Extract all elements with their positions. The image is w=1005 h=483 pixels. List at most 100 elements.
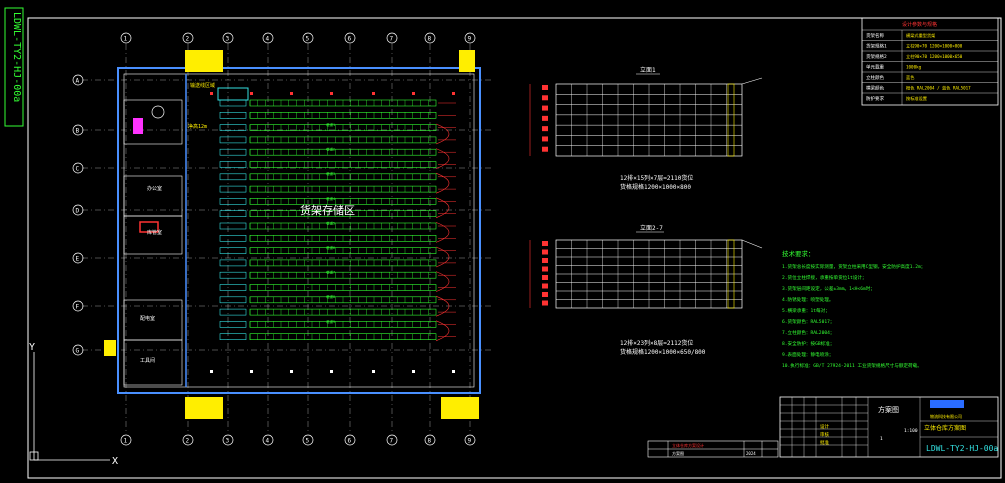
elevation-tag xyxy=(542,115,548,121)
column-dot xyxy=(250,370,253,373)
elevation-tag xyxy=(542,300,548,306)
aisle-loop xyxy=(435,320,450,342)
notes-heading: 技术要求： xyxy=(782,249,815,258)
column-dot xyxy=(290,92,293,95)
legend-key: 立柱颜色 xyxy=(866,74,884,81)
elevation-tag xyxy=(542,146,548,152)
ucs-icon: Y X xyxy=(29,342,118,467)
col-bubble-bottom xyxy=(182,434,194,446)
elevation-tag xyxy=(542,258,548,263)
elevation-roof xyxy=(741,77,763,85)
drawing-title: 方案图 xyxy=(878,405,899,414)
row-label: C xyxy=(76,166,80,173)
col-label-top: 3 xyxy=(226,36,230,43)
aisle-loop xyxy=(435,172,450,194)
aisle-loop xyxy=(435,197,450,219)
tb-sheet: 1 xyxy=(880,436,883,442)
room-label-tools: 工具间 xyxy=(140,357,155,364)
column-dot xyxy=(412,92,415,95)
elevation-tag xyxy=(542,283,548,289)
elevation-2-caption-1: 12排×23列×8层=2112货位 xyxy=(620,339,693,347)
strip-label-3: 2024 xyxy=(746,451,756,456)
row-bubble xyxy=(72,74,84,86)
legend-key: 防护要求 xyxy=(866,95,884,102)
elevation-tag xyxy=(542,249,548,255)
aisle-label: 巷道9 xyxy=(326,319,335,324)
column-dot xyxy=(290,370,293,373)
col-bubble-top xyxy=(386,32,398,44)
conveyor-segment xyxy=(219,112,247,119)
conveyor-segment xyxy=(219,296,247,304)
area-note: 输送线区域 xyxy=(190,82,215,89)
col-label-bottom: 5 xyxy=(306,438,310,445)
row-bubble xyxy=(72,344,84,356)
col-label-bottom: 3 xyxy=(226,438,230,445)
legend-key: 横梁颜色 xyxy=(866,85,884,92)
column-dot xyxy=(330,92,333,95)
height-note: 净高12m xyxy=(188,123,207,130)
conveyor-segment xyxy=(219,173,247,181)
vertical-code: LDWL-TY2-HJ-00a xyxy=(11,12,22,102)
col-bubble-bottom xyxy=(120,434,132,446)
col-label-top: 1 xyxy=(124,36,128,43)
tb-scale: 1:100 xyxy=(904,428,918,434)
aisle-label: 巷道5 xyxy=(326,220,335,225)
legend-key: 货架规格1 xyxy=(866,43,887,50)
legend-key: 货架名称 xyxy=(866,32,884,39)
conveyor-segment xyxy=(219,136,247,144)
strip-label-2: 方案图 xyxy=(672,450,684,456)
col-label-bottom: 7 xyxy=(390,438,394,445)
col-label-bottom: 9 xyxy=(468,438,472,445)
col-bubble-top xyxy=(464,32,476,44)
col-label-bottom: 8 xyxy=(428,438,432,445)
aisle-loop xyxy=(435,222,450,243)
column-dot xyxy=(210,92,213,95)
magenta-equipment xyxy=(133,118,143,134)
note-item: 10.执行标准：GB/T 27924-2011 工业货架规格尺寸与额定荷载。 xyxy=(782,362,922,369)
aisle-label: 巷道3 xyxy=(326,171,335,176)
title-block: 方案图 物流科技有限公司 立体仓库方案图 LDWL-TY2-HJ-00a 设计 … xyxy=(779,396,998,458)
conveyor-segment xyxy=(219,148,247,156)
door-marker xyxy=(104,340,116,356)
tb-row-review: 审核 xyxy=(820,431,829,438)
col-bubble-top xyxy=(262,32,274,44)
aisle-label: 巷道6 xyxy=(326,245,335,250)
col-label-top: 4 xyxy=(266,36,270,43)
column-dot xyxy=(452,370,455,373)
bottom-strip-table: 立体仓库方案设计 方案图 2024 xyxy=(647,440,779,458)
elevation-tag xyxy=(542,292,548,297)
row-bubble xyxy=(72,162,84,174)
conveyor-segment xyxy=(219,259,247,267)
row-label: A xyxy=(76,78,80,85)
conveyor-segment xyxy=(219,210,247,217)
conveyor-segment xyxy=(219,185,247,193)
note-item: 5.横梁承重：1t每对； xyxy=(782,307,830,314)
col-label-top: 9 xyxy=(468,36,472,43)
legend-key: 单元载重 xyxy=(866,64,884,71)
svg-text:X: X xyxy=(112,456,118,467)
row-bubble xyxy=(72,252,84,264)
conveyor-top xyxy=(217,87,249,101)
elevation-tag xyxy=(542,266,548,272)
drawing-number: LDWL-TY2-HJ-00a xyxy=(926,444,998,453)
room-label-office: 办公室 xyxy=(147,185,162,192)
elevation-tag xyxy=(542,136,548,142)
row-label: E xyxy=(76,256,80,263)
storage-area-label: 货架存储区 xyxy=(300,203,355,217)
elevation-tag xyxy=(542,241,548,246)
elevation-upright xyxy=(727,239,735,309)
row-bubble xyxy=(72,124,84,136)
project-name: 立体仓库方案图 xyxy=(924,424,966,432)
red-equipment xyxy=(139,221,159,233)
note-item: 7.立柱颜色：RAL2004； xyxy=(782,329,834,336)
company-logo xyxy=(930,400,964,408)
column-dot xyxy=(412,370,415,373)
row-bubble xyxy=(72,300,84,312)
column-dots xyxy=(210,92,455,373)
elevation-tag xyxy=(542,105,548,111)
